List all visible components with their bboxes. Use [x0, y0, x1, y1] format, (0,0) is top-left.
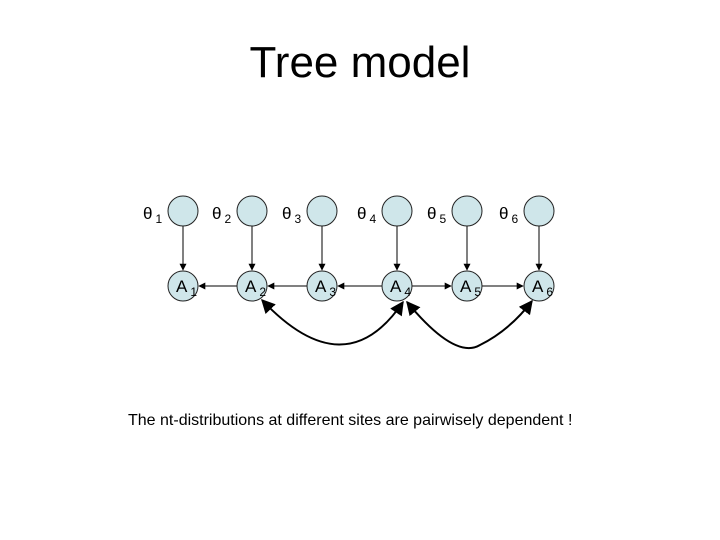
a-node-5: [451, 270, 483, 302]
theta-node-3: [306, 195, 338, 227]
curve-a-2-a-4: [261, 298, 404, 346]
curve-a-4-a-6: [406, 299, 533, 350]
a-node-3: [306, 270, 338, 302]
nodes-group: [167, 195, 555, 302]
a-node-1: [167, 270, 199, 302]
slide-title: Tree model: [249, 38, 471, 87]
theta-node-4: [381, 195, 413, 227]
theta-node-6: [523, 195, 555, 227]
slide-caption: The nt-distributions at different sites …: [128, 412, 573, 429]
theta-node-1: [167, 195, 199, 227]
a-node-4: [381, 270, 413, 302]
edges-group: [179, 226, 543, 350]
a-node-2: [236, 270, 268, 302]
a-node-6: [523, 270, 555, 302]
theta-node-5: [451, 195, 483, 227]
theta-node-2: [236, 195, 268, 227]
